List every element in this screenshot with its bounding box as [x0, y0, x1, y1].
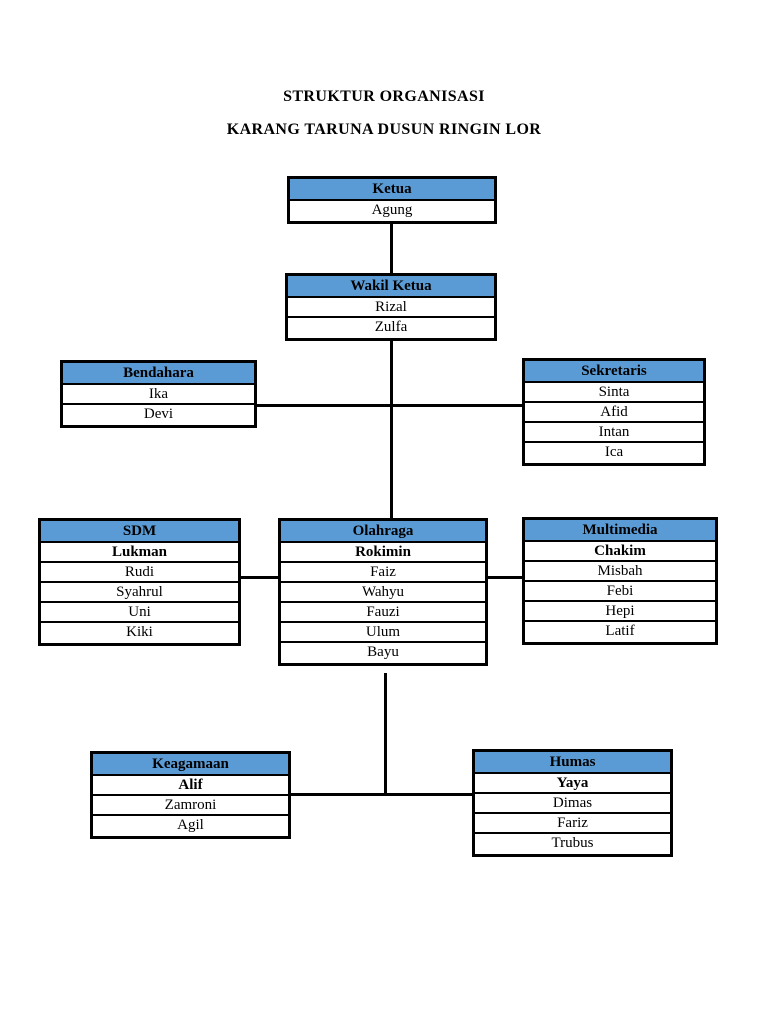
member-row-lead: Lukman [41, 543, 238, 563]
member-row: Agil [177, 817, 204, 833]
page-title-line1: STRUKTUR ORGANISASI [283, 88, 485, 105]
member-row: Ika [63, 385, 254, 405]
member-row: Devi [143, 406, 174, 422]
member-row-lead: Alif [93, 776, 288, 796]
member-row: Ica [604, 444, 624, 460]
member-row: Latif [605, 623, 635, 639]
member-row: Ulum [281, 623, 485, 643]
org-box-wakil-ketua: Wakil Ketua Rizal Zulfa [285, 273, 497, 341]
org-box-keagamaan: Keagamaan Alif Zamroni Agil [90, 751, 291, 839]
connector-wakil-to-middle-row [390, 338, 393, 521]
page-title-line2: KARANG TARUNA DUSUN RINGIN LOR [226, 121, 542, 138]
member-row: Wahyu [281, 583, 485, 603]
member-row: Agung [371, 202, 413, 218]
org-box-sdm: SDM Lukman Rudi Syahrul Uni Kiki [38, 518, 241, 646]
box-header-ketua: Ketua [290, 179, 494, 201]
member-row: Faiz [281, 563, 485, 583]
connector-keagamaan-humas [288, 793, 474, 796]
member-row: Intan [525, 423, 703, 443]
member-row: Syahrul [41, 583, 238, 603]
box-header-keagamaan: Keagamaan [93, 754, 288, 776]
member-row: Rizal [288, 298, 494, 318]
org-box-humas: Humas Yaya Dimas Fariz Trubus [472, 749, 673, 857]
member-row: Bayu [367, 644, 399, 660]
member-row: Trubus [551, 835, 594, 851]
member-row: Hepi [525, 602, 715, 622]
member-row: Febi [525, 582, 715, 602]
org-box-multimedia: Multimedia Chakim Misbah Febi Hepi Latif [522, 517, 718, 645]
box-header-bendahara: Bendahara [63, 363, 254, 385]
member-row: Kiki [126, 624, 153, 640]
member-row: Zamroni [93, 796, 288, 816]
box-header-sekretaris: Sekretaris [525, 361, 703, 383]
org-box-bendahara: Bendahara Ika Devi [60, 360, 257, 428]
member-row: Dimas [475, 794, 670, 814]
member-row: Afid [525, 403, 703, 423]
member-row: Fariz [475, 814, 670, 834]
box-header-wakil-ketua: Wakil Ketua [288, 276, 494, 298]
box-header-sdm: SDM [41, 521, 238, 543]
member-row: Zulfa [374, 319, 408, 335]
box-header-olahraga: Olahraga [281, 521, 485, 543]
member-row: Sinta [525, 383, 703, 403]
member-row: Misbah [525, 562, 715, 582]
connector-bendahara-sekretaris [255, 404, 525, 407]
member-row: Uni [41, 603, 238, 623]
org-box-sekretaris: Sekretaris Sinta Afid Intan Ica [522, 358, 706, 466]
org-box-ketua: Ketua Agung [287, 176, 497, 224]
member-row-lead: Yaya [475, 774, 670, 794]
box-header-humas: Humas [475, 752, 670, 774]
member-row: Rudi [41, 563, 238, 583]
member-row-lead: Chakim [525, 542, 715, 562]
box-header-multimedia: Multimedia [525, 520, 715, 542]
connector-ketua-wakil [390, 220, 393, 276]
connector-olahraga-to-bottom-row [384, 673, 387, 796]
member-row-lead: Rokimin [281, 543, 485, 563]
member-row: Fauzi [281, 603, 485, 623]
org-box-olahraga: Olahraga Rokimin Faiz Wahyu Fauzi Ulum B… [278, 518, 488, 666]
